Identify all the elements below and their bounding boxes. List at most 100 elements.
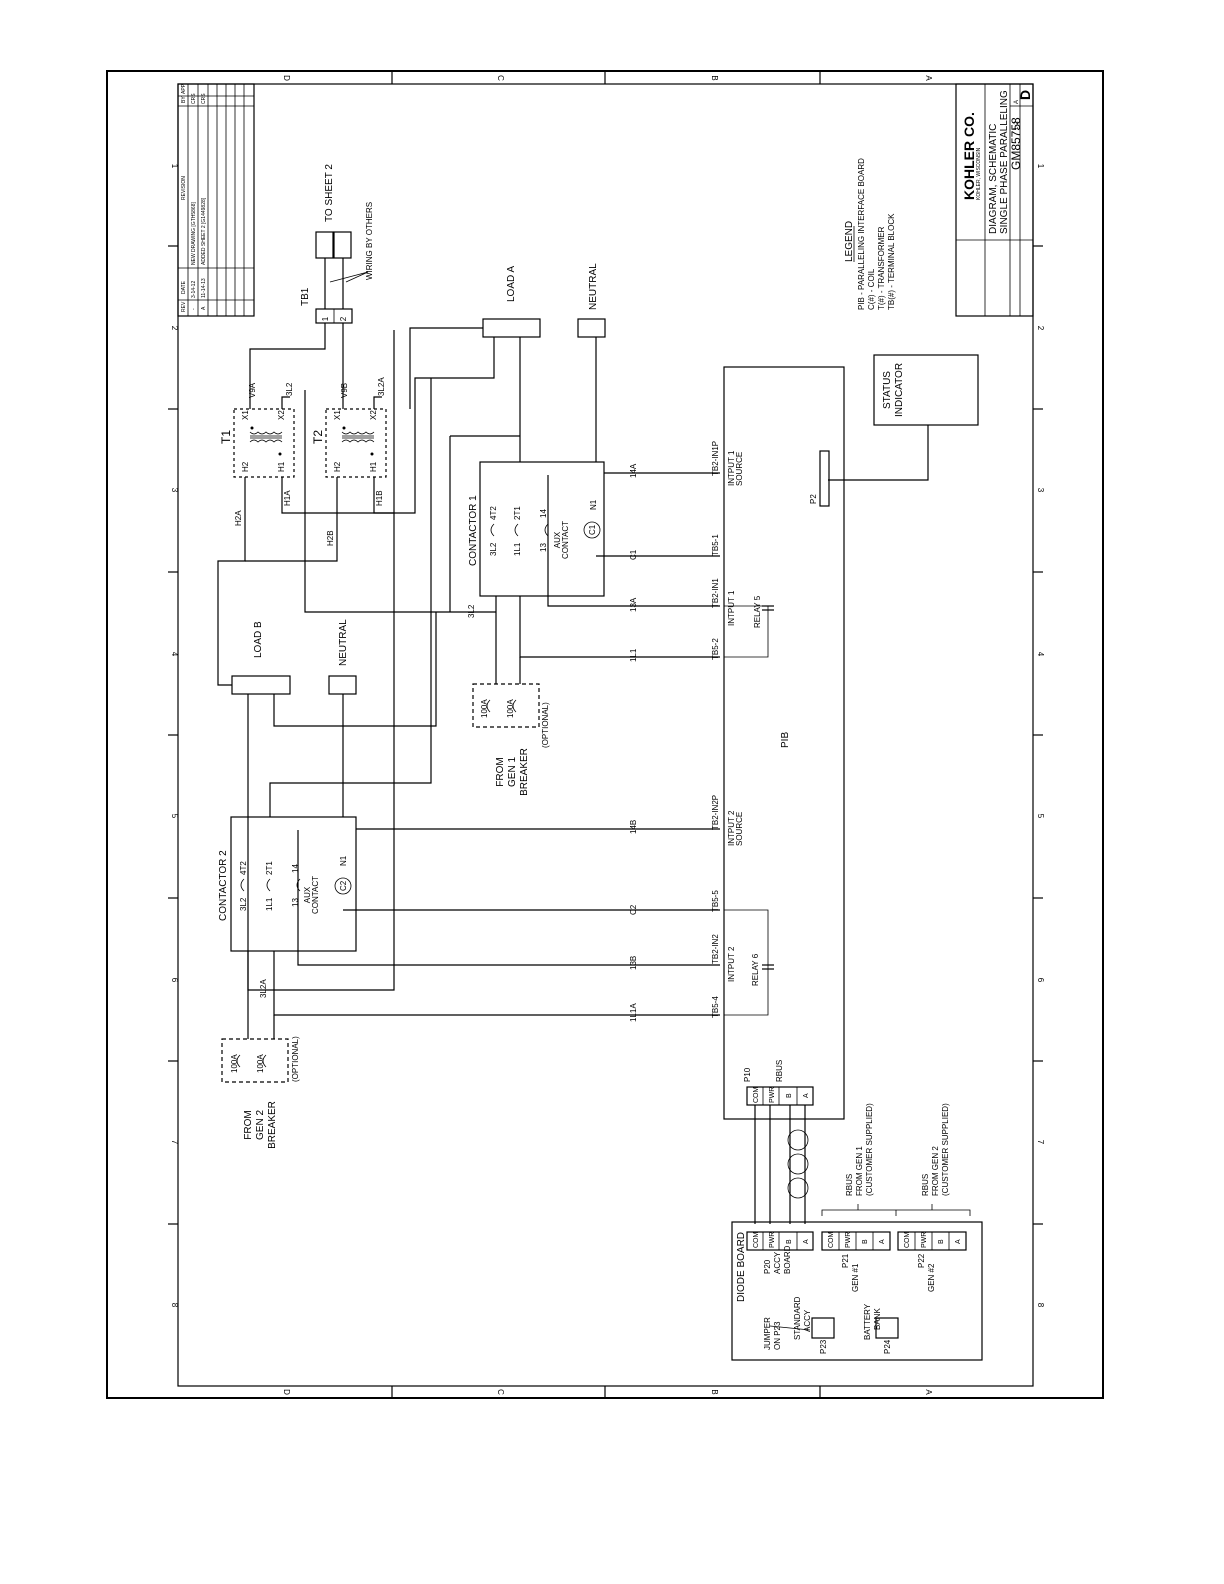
svg-text:(OPTIONAL): (OPTIONAL) bbox=[541, 702, 550, 748]
svg-text:(CUSTOMER SUPPLIED): (CUSTOMER SUPPLIED) bbox=[865, 1103, 874, 1196]
svg-text:KOHLER, WISCONSIN: KOHLER, WISCONSIN bbox=[976, 147, 982, 200]
svg-text:C1: C1 bbox=[629, 549, 638, 560]
svg-text:P2: P2 bbox=[809, 494, 818, 504]
svg-text:V9A: V9A bbox=[248, 382, 257, 398]
svg-text:N1: N1 bbox=[589, 499, 598, 510]
svg-text:FROM: FROM bbox=[495, 757, 506, 786]
svg-text:1: 1 bbox=[321, 316, 330, 321]
svg-text:BREAKER: BREAKER bbox=[519, 748, 530, 796]
svg-text:3L2: 3L2 bbox=[467, 604, 476, 618]
svg-text:-: - bbox=[191, 308, 197, 310]
svg-text:ADDED SHEET 2 [G1449828]: ADDED SHEET 2 [G1449828] bbox=[201, 197, 207, 265]
svg-text:1L1: 1L1 bbox=[265, 897, 274, 911]
svg-text:COM: COM bbox=[753, 1087, 760, 1104]
svg-text:1: 1 bbox=[170, 164, 179, 169]
svg-text:SINGLE PHASE PARALLELING: SINGLE PHASE PARALLELING bbox=[999, 90, 1010, 234]
svg-text:C(#) - COIL: C(#) - COIL bbox=[867, 268, 876, 310]
svg-text:AUX: AUX bbox=[303, 886, 312, 903]
svg-text:D: D bbox=[282, 75, 291, 81]
svg-text:LOAD B: LOAD B bbox=[253, 621, 264, 658]
svg-text:3L2: 3L2 bbox=[285, 382, 294, 396]
svg-text:1: 1 bbox=[1036, 164, 1045, 169]
svg-text:3L2: 3L2 bbox=[489, 542, 498, 556]
svg-text:H2: H2 bbox=[241, 461, 250, 472]
svg-text:2: 2 bbox=[170, 326, 179, 331]
svg-text:4: 4 bbox=[1036, 652, 1045, 657]
svg-text:4: 4 bbox=[170, 652, 179, 657]
svg-text:1L1: 1L1 bbox=[513, 542, 522, 556]
svg-text:100A: 100A bbox=[506, 699, 515, 718]
svg-text:A: A bbox=[924, 1389, 933, 1395]
svg-text:APP: APP bbox=[181, 83, 187, 94]
svg-text:8: 8 bbox=[1036, 1303, 1045, 1308]
neutral-a: NEUTRAL bbox=[577, 263, 606, 338]
svg-text:DATE: DATE bbox=[181, 280, 187, 294]
svg-text:RBUS: RBUS bbox=[845, 1174, 854, 1196]
svg-text:FROM: FROM bbox=[243, 1110, 254, 1139]
svg-text:TB5-5: TB5-5 bbox=[711, 890, 720, 912]
svg-text:STATUS: STATUS bbox=[882, 371, 893, 409]
svg-text:A: A bbox=[201, 306, 207, 310]
svg-text:SOURCE: SOURCE bbox=[735, 812, 744, 846]
svg-text:4T2: 4T2 bbox=[239, 861, 248, 875]
svg-text:C: C bbox=[496, 75, 505, 81]
pib-board: PIB TB2-IN1P INTPUT 1 SOURCE TB5-1 TB2-I… bbox=[711, 366, 845, 1120]
svg-text:CONTACTOR 1: CONTACTOR 1 bbox=[468, 495, 479, 566]
svg-text:NEW DRAWING [GTH5868]: NEW DRAWING [GTH5868] bbox=[191, 202, 197, 265]
svg-text:100A: 100A bbox=[230, 1054, 239, 1073]
svg-text:INTPUT 2: INTPUT 2 bbox=[727, 810, 736, 846]
legend: LEGEND PIB - PARALLELING INTERFACE BOARD… bbox=[844, 158, 896, 310]
svg-text:5: 5 bbox=[1036, 814, 1045, 819]
svg-text:2: 2 bbox=[339, 316, 348, 321]
svg-text:TB(#) - TERMINAL BLOCK: TB(#) - TERMINAL BLOCK bbox=[887, 213, 896, 310]
svg-text:P10: P10 bbox=[743, 1067, 752, 1082]
svg-text:T1: T1 bbox=[219, 430, 233, 444]
svg-text:13: 13 bbox=[291, 898, 300, 907]
inner-border bbox=[177, 83, 1034, 1387]
svg-text:H2B: H2B bbox=[326, 530, 335, 546]
svg-text:BATTERY: BATTERY bbox=[863, 1303, 872, 1340]
svg-text:3L2A: 3L2A bbox=[377, 377, 386, 396]
svg-text:B: B bbox=[710, 75, 719, 80]
svg-text:5: 5 bbox=[170, 814, 179, 819]
svg-text:BOARD: BOARD bbox=[783, 1245, 792, 1274]
wire-labels: 14A C1 13A 1L1 3L2 14B C2 13B 1L1A 3L2A bbox=[259, 463, 638, 1022]
svg-text:BY: BY bbox=[181, 96, 187, 103]
svg-text:CRS: CRS bbox=[201, 93, 207, 104]
svg-text:DIAGRAM, SCHEMATIC: DIAGRAM, SCHEMATIC bbox=[988, 124, 999, 234]
svg-text:B: B bbox=[710, 1389, 719, 1394]
outer-border bbox=[106, 70, 1104, 1399]
svg-text:P24: P24 bbox=[883, 1339, 892, 1354]
title-block: KOHLER CO. KOHLER, WISCONSIN DIAGRAM, SC… bbox=[955, 83, 1034, 317]
svg-text:PWR: PWR bbox=[769, 1087, 776, 1103]
svg-text:2: 2 bbox=[1036, 326, 1045, 331]
svg-text:CRS: CRS bbox=[191, 93, 197, 104]
svg-text:(CUSTOMER SUPPLIED): (CUSTOMER SUPPLIED) bbox=[941, 1103, 950, 1196]
gen1-breaker: 100A 100A (OPTIONAL) FROM GEN 1 BREAKER bbox=[472, 683, 550, 796]
svg-text:RBUS: RBUS bbox=[775, 1060, 784, 1082]
svg-text:4T2: 4T2 bbox=[489, 506, 498, 520]
svg-text:X1: X1 bbox=[333, 410, 342, 420]
svg-text:C2: C2 bbox=[629, 904, 638, 915]
svg-text:RELAY 5: RELAY 5 bbox=[753, 595, 762, 628]
svg-text:TB5-4: TB5-4 bbox=[711, 996, 720, 1018]
svg-text:REVISION: REVISION bbox=[181, 176, 187, 200]
load-b: LOAD B bbox=[231, 621, 291, 695]
svg-text:13: 13 bbox=[539, 543, 548, 552]
svg-text:REV: REV bbox=[181, 301, 187, 312]
svg-text:X1: X1 bbox=[241, 410, 250, 420]
svg-text:A: A bbox=[879, 1239, 886, 1244]
svg-text:P23: P23 bbox=[819, 1339, 828, 1354]
transformer-t2: T2 X1 X2 H2 H1 V9B 3L2A H2B H1B bbox=[311, 377, 387, 546]
svg-text:SOURCE: SOURCE bbox=[735, 452, 744, 486]
contactor-1: CONTACTOR 1 3L2 4T2 1L1 2T1 13 14 AUX CO… bbox=[468, 461, 605, 597]
svg-text:14B: 14B bbox=[629, 820, 638, 834]
svg-text:H2: H2 bbox=[333, 461, 342, 472]
svg-text:TB2-IN1: TB2-IN1 bbox=[711, 578, 720, 608]
svg-text:PWR: PWR bbox=[845, 1232, 852, 1248]
svg-text:A: A bbox=[1014, 100, 1020, 104]
svg-text:DIODE BOARD: DIODE BOARD bbox=[736, 1232, 747, 1302]
svg-text:FROM GEN 2: FROM GEN 2 bbox=[931, 1146, 940, 1196]
svg-text:AUX: AUX bbox=[553, 531, 562, 548]
svg-text:LEGEND: LEGEND bbox=[844, 221, 855, 262]
